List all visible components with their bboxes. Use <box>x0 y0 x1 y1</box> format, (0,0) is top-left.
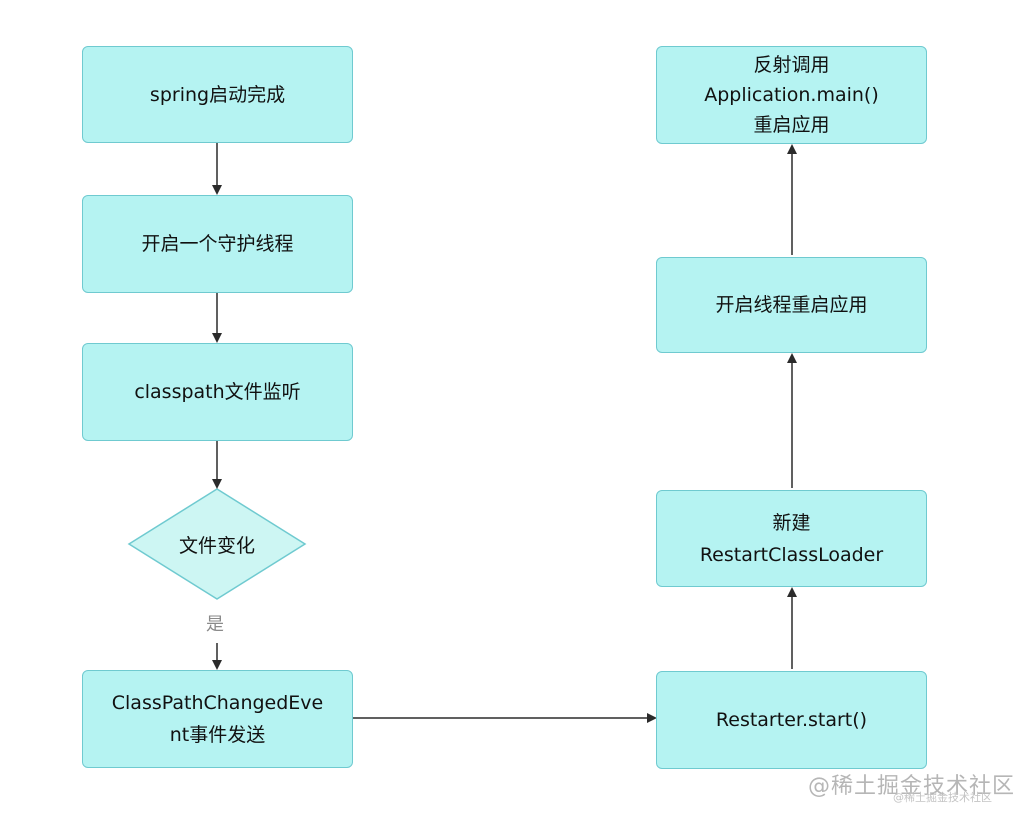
node-event-send: ClassPathChangedEve nt事件发送 <box>82 670 353 768</box>
node-restarter-start: Restarter.start() <box>656 671 927 769</box>
watermark-text: @稀土掘金技术社区 <box>808 774 1016 799</box>
edge-label-yes: 是 <box>206 614 224 635</box>
node-daemon-thread: 开启一个守护线程 <box>82 195 353 293</box>
node-reflect-main: 反射调用 Application.main() 重启应用 <box>656 46 927 144</box>
decision-diamond-shape <box>127 488 307 600</box>
node-thread-restart: 开启线程重启应用 <box>656 257 927 353</box>
node-file-changed-label: 文件变化 <box>178 534 255 557</box>
node-classpath-watch: classpath文件监听 <box>82 343 353 441</box>
watermark-small-text: @稀土掘金技术社区 <box>893 791 992 804</box>
node-spring-start: spring启动完成 <box>82 46 353 143</box>
node-new-classloader: 新建 RestartClassLoader <box>656 490 927 587</box>
